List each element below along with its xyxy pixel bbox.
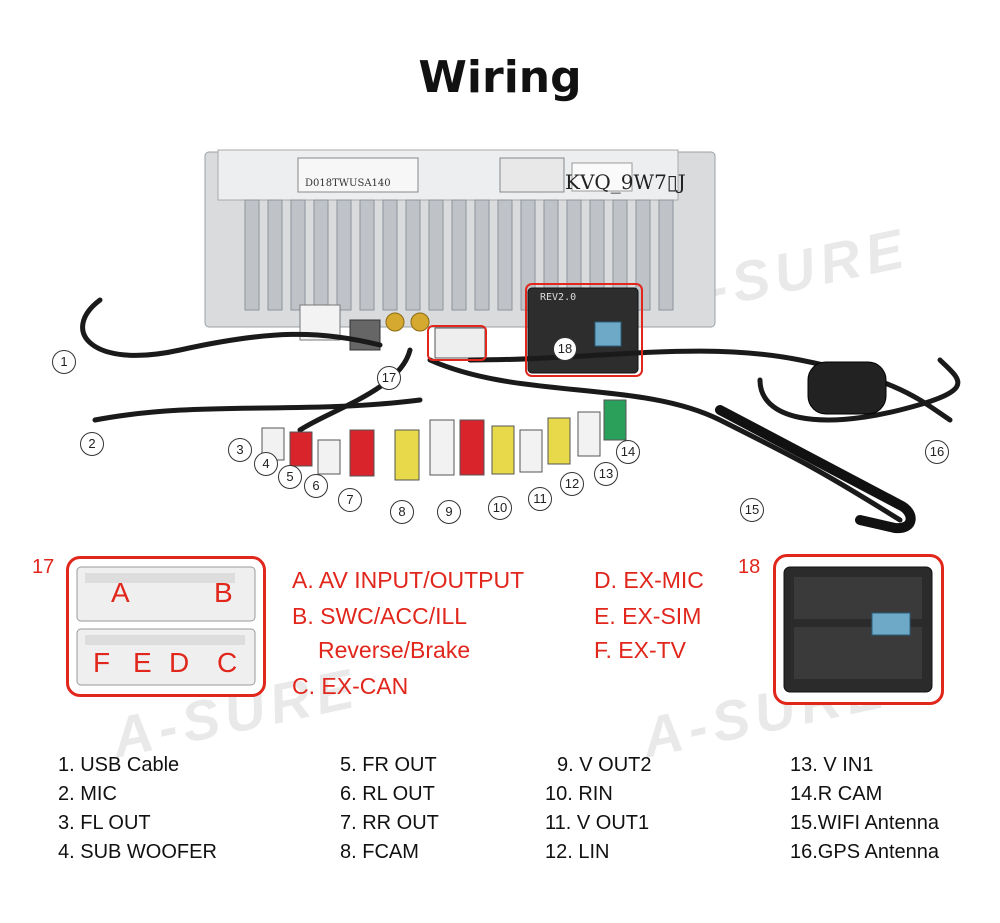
connector-17-letter-c: C xyxy=(217,647,238,678)
model-label: KVQ_9W7▯J xyxy=(565,170,686,194)
callout-10: 10 xyxy=(488,496,512,520)
callout-1: 1 xyxy=(52,350,76,374)
serial-label: D018TWUSA140 xyxy=(305,178,391,189)
callout-13: 13 xyxy=(594,462,618,486)
connector-17-box: A B F E D C xyxy=(66,556,266,697)
cable-bundle xyxy=(80,297,961,523)
callout-7: 7 xyxy=(338,488,362,512)
callout-17: 17 xyxy=(377,366,401,390)
list-item: 6. RL OUT xyxy=(340,783,435,805)
legend-c: C. EX-CAN xyxy=(292,673,409,699)
connector-18-box xyxy=(773,554,944,705)
callout-4: 4 xyxy=(254,452,278,476)
list-item: 7. RR OUT xyxy=(340,812,439,834)
connector-17-letter-b: B xyxy=(214,577,233,608)
wifi-antenna xyxy=(715,405,916,534)
list-item: 1. USB Cable xyxy=(58,754,180,776)
head-unit-photo xyxy=(80,149,961,534)
callout-18: 18 xyxy=(553,337,577,361)
heat-sink xyxy=(244,199,674,311)
rca-plugs xyxy=(261,399,627,481)
page-title: Wiring xyxy=(418,52,582,103)
list-item: 3. FL OUT xyxy=(58,812,151,834)
connector-18-graphic xyxy=(783,566,933,693)
callout-11: 11 xyxy=(528,487,552,511)
connector-17-letter-a: A xyxy=(111,577,130,608)
callout-9: 9 xyxy=(437,500,461,524)
list-item: 8. FCAM xyxy=(340,841,419,863)
legend-d: D. EX-MIC xyxy=(594,567,704,593)
list-item: 10. RIN xyxy=(545,783,613,805)
legend-a: A. AV INPUT/OUTPUT xyxy=(292,567,525,593)
legend-f: F. EX-TV xyxy=(594,637,687,663)
connector-17-letter-e: E xyxy=(133,647,152,678)
callout-8: 8 xyxy=(390,500,414,524)
list-column-4: 13. V IN1 14.R CAM 15.WIFI Antenna 16.GP… xyxy=(790,751,939,867)
callout-15: 15 xyxy=(740,498,764,522)
connector-17-letter-d: D xyxy=(169,647,190,678)
list-item: 16.GPS Antenna xyxy=(790,841,940,863)
list-column-1: 1. USB Cable 2. MIC 3. FL OUT 4. SUB WOO… xyxy=(58,751,217,867)
callout-2: 2 xyxy=(80,432,104,456)
connector-18-number: 18 xyxy=(738,556,761,578)
callout-5: 5 xyxy=(278,465,302,489)
callout-14: 14 xyxy=(616,440,640,464)
list-item: 2. MIC xyxy=(58,783,117,805)
callout-3: 3 xyxy=(228,438,252,462)
list-column-2: 5. FR OUT 6. RL OUT 7. RR OUT 8. FCAM xyxy=(340,751,439,867)
list-column-3: 9. V OUT2 10. RIN 11. V OUT1 12. LIN xyxy=(545,751,651,867)
callout-16: 16 xyxy=(925,440,949,464)
list-item: 14.R CAM xyxy=(790,783,883,805)
connector-17-graphic xyxy=(76,566,256,686)
list-item: 9. V OUT2 xyxy=(557,754,652,776)
legend-b-cont: Reverse/Brake xyxy=(318,637,471,663)
legend-e: E. EX-SIM xyxy=(594,603,702,629)
list-item: 5. FR OUT xyxy=(340,754,437,776)
callout-6: 6 xyxy=(304,474,328,498)
list-item: 12. LIN xyxy=(545,841,610,863)
list-item: 13. V IN1 xyxy=(790,754,874,776)
rev-label: REV2.0 xyxy=(540,292,577,303)
list-item: 15.WIFI Antenna xyxy=(790,812,939,834)
callout-12: 12 xyxy=(560,472,584,496)
connector-17-letter-f: F xyxy=(93,647,111,678)
list-item: 11. V OUT1 xyxy=(545,812,650,834)
list-item: 4. SUB WOOFER xyxy=(58,841,217,863)
legend-b: B. SWC/ACC/ILL xyxy=(292,603,468,629)
connector-17-number: 17 xyxy=(32,556,55,578)
gps-antenna xyxy=(807,361,887,415)
